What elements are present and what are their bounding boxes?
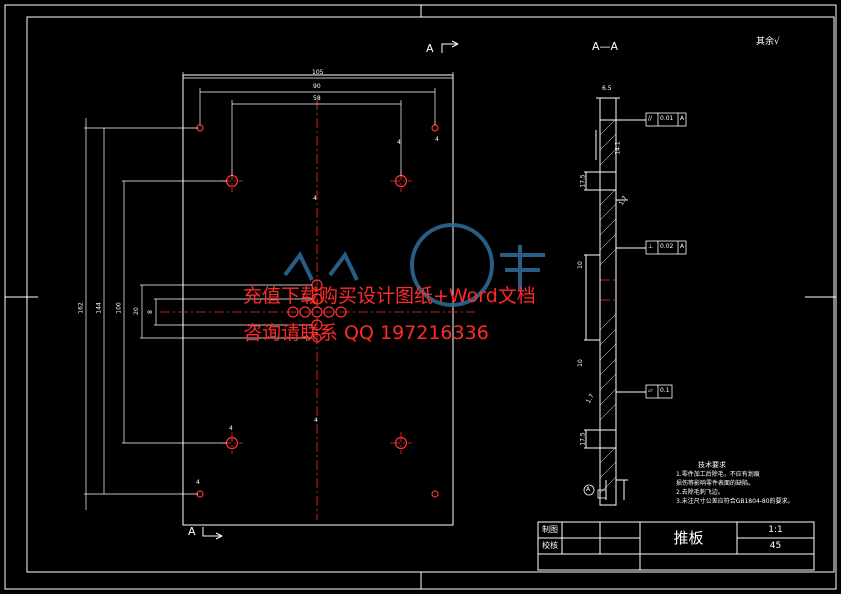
dim-height-center-small: 8 (146, 310, 154, 314)
tol-perp-symbol: ⊥ (648, 243, 654, 250)
tech-req-item-2: 损伤等影响零件表面的缺陷。 (676, 480, 755, 487)
section-dim-top: 14.1 (614, 141, 622, 155)
tolerance-frames (583, 112, 687, 499)
hole-label-top-right-small: 4 (435, 136, 439, 143)
section-thickness: 6.5 (602, 85, 612, 92)
tolerance-flatness-frame (645, 384, 673, 399)
dim-height-holes-outer: 144 (95, 302, 103, 314)
hole-label-bottom-left-small: 4 (196, 479, 200, 486)
hole-center-left2 (287, 306, 299, 318)
plate-outline (182, 74, 454, 526)
watermark-logo (283, 223, 545, 307)
datum-box (597, 489, 607, 499)
watermark-line-2: 咨询请联系 QQ 197216336 (243, 322, 489, 344)
title-block-scale: 1:1 (768, 524, 783, 535)
dim-width-overall: 105 (312, 69, 324, 76)
title-block-drawn-label: 制图 (542, 525, 558, 534)
section-dim-mid-lower: 10 (576, 359, 584, 367)
tol-perp-datum: A (680, 243, 685, 250)
tolerance-perpendicular-frame (645, 240, 687, 255)
hole-label-bottom-center: 4 (314, 417, 318, 424)
dim-width-holes-outer: 90 (313, 83, 321, 90)
dim-height-holes-inner: 100 (115, 302, 123, 314)
hole-center-bottom (312, 333, 322, 343)
section-dim-upper: 17.5 (579, 174, 587, 188)
watermark-line-1: 充值下载购买设计图纸+Word文档 (243, 285, 536, 307)
hole-center (311, 306, 323, 318)
tol-parallel-value: 0.01 (660, 115, 674, 122)
title-block-checked-label: 校核 (542, 541, 558, 550)
drawing-frame (4, 4, 837, 590)
plate-view (182, 74, 454, 526)
hole-label-center: 4 (313, 195, 317, 202)
title-block-part-name: 推板 (673, 528, 704, 547)
tol-parallel-datum: A (680, 115, 685, 122)
title-block-material: 45 (769, 540, 782, 551)
tolerance-parallel-frame (645, 112, 687, 127)
datum-letter: A (586, 486, 591, 493)
hole-bottom-right-small (431, 490, 439, 498)
tech-requirements: 技术要求 1.零件加工后除毛，不应有划痕 损伤等影响零件表面的缺陷。 2.去除毛… (676, 462, 816, 505)
hole-center-left1 (299, 306, 311, 318)
section-label-top: A (426, 42, 434, 55)
dim-height-center-band: 20 (132, 307, 140, 315)
dim-height-overall: 162 (77, 302, 85, 314)
tech-req-item-1: 1.零件加工后除毛，不应有划痕 (676, 471, 760, 478)
section-view-title: A—A (592, 40, 619, 53)
hole-top-right-small (431, 124, 439, 132)
hole-center-right2 (335, 306, 347, 318)
section-symbols (202, 40, 459, 540)
center-lines (160, 100, 616, 520)
tol-perp-value: 0.02 (660, 243, 674, 250)
tol-flat-value: 0.1 (660, 387, 670, 394)
title-block-lines (537, 521, 815, 571)
hole-label-top-right-large: 4 (397, 139, 401, 146)
roughness-note: 其余√ (756, 37, 780, 47)
tech-req-title: 技术要求 (698, 461, 726, 469)
hole-lower-right (394, 436, 408, 450)
holes (196, 124, 439, 498)
datum-circle (583, 484, 595, 496)
tol-flat-symbol: ▱ (648, 387, 653, 394)
section-hatch (599, 118, 617, 494)
plate-dimension-lines (84, 72, 454, 510)
section-view (584, 97, 646, 506)
dim-width-holes-inner: 58 (313, 95, 321, 102)
section-label-bottom: A (188, 525, 196, 538)
tol-parallel-symbol: // (648, 115, 653, 122)
section-dim-lower: 17.5 (579, 432, 587, 446)
tech-req-item-4: 3.未注尺寸公差应符合GB1804-80的要求。 (676, 498, 794, 505)
hole-center-right1 (323, 306, 335, 318)
section-dim-mid-upper: 10 (576, 261, 584, 269)
tech-req-item-3: 2.去除毛刺飞边。 (676, 489, 724, 496)
hole-label-bottom-left-large: 4 (229, 425, 233, 432)
